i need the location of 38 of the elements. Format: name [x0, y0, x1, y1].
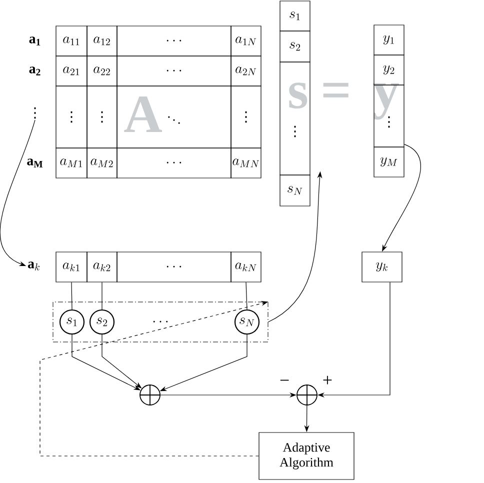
vector-cell: $s_2$ — [280, 30, 310, 62]
summing-junction — [139, 384, 161, 406]
row-label: $\mathbf{a}_\mathbf{2}$ — [29, 66, 40, 76]
vector-cell: $y_M$ — [374, 146, 404, 178]
vector-cell: $y_1$ — [374, 24, 404, 56]
matrix-cell: $a_{2N}$ — [230, 56, 262, 86]
vector-cell: $s_N$ — [280, 174, 310, 206]
matrix-cell: ⋮ — [56, 86, 88, 148]
arrow — [0, 120, 36, 266]
matrix-cell: $a_{22}$ — [86, 56, 118, 86]
matrix-cell: $a_{12}$ — [86, 26, 118, 56]
matrix-cell: $\cdots$ — [116, 252, 232, 282]
sign-label: + — [323, 376, 332, 384]
matrix-cell: $a_{MN}$ — [230, 148, 262, 178]
matrix-cell: $\cdots$ — [116, 148, 232, 178]
sign-label: − — [280, 380, 289, 381]
matrix-cell: $a_{21}$ — [56, 56, 88, 86]
row-label: $\mathbf{a}_k$ — [28, 262, 40, 270]
matrix-cell: $\cdots$ — [116, 56, 232, 86]
matrix-cell: ⋮ — [230, 86, 262, 148]
row-label: $\mathbf{a}_\mathbf{M}$ — [27, 158, 43, 168]
matrix-cell: $a_{k1}$ — [56, 252, 88, 282]
matrix-cell: $a_{M2}$ — [86, 148, 118, 178]
matrix-cell: $a_{11}$ — [56, 26, 88, 56]
row-label: ⋮ — [34, 107, 36, 119]
vector-cell: $s_1$ — [280, 0, 310, 32]
summing-junction — [296, 384, 318, 406]
matrix-cell: $a_{1N}$ — [230, 26, 262, 56]
matrix-cell: $a_{M1}$ — [56, 148, 88, 178]
matrix-cell: $a_{kN}$ — [230, 252, 262, 282]
matrix-cell: ⋮ — [86, 86, 118, 148]
vector-cell: $y_k$ — [362, 252, 402, 282]
vector-cell: $y_2$ — [374, 54, 404, 86]
large-letter: = — [323, 82, 348, 98]
matrix-cell: $\cdots$ — [116, 26, 232, 56]
row-label: $\mathbf{a}_\mathbf{1}$ — [29, 36, 40, 46]
matrix-cell: $a_{k2}$ — [86, 252, 118, 282]
process-box: Adaptive Algorithm — [258, 432, 354, 480]
